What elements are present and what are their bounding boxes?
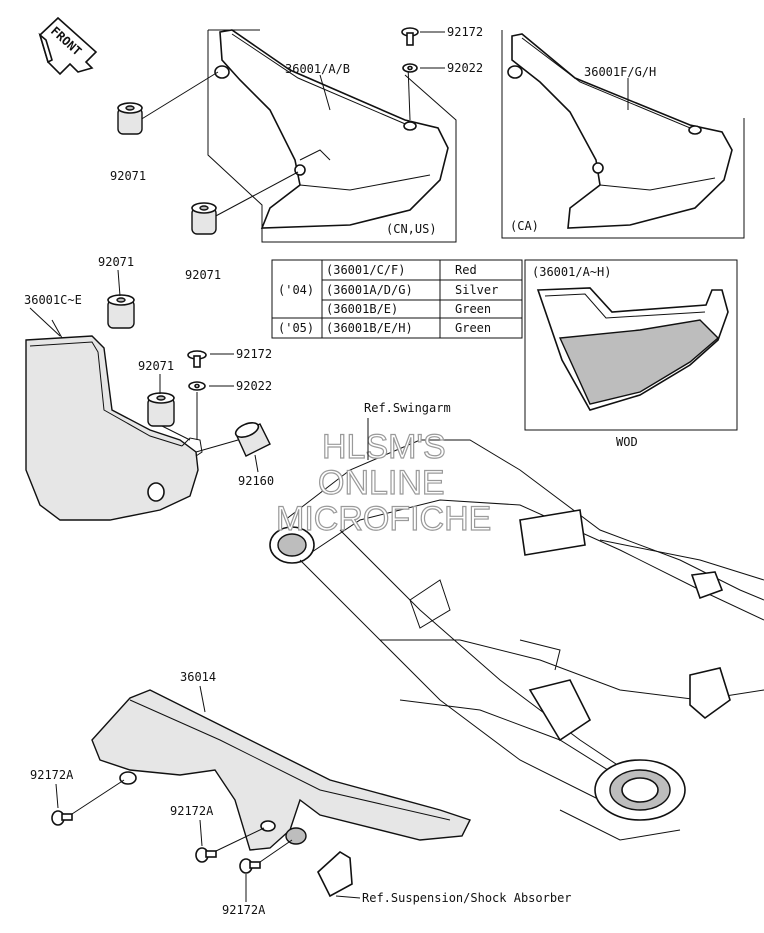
- watermark-line3: MICROFICHE: [276, 500, 491, 538]
- label-92172a-3: 92172A: [222, 903, 266, 917]
- table-part-3: (36001B/E): [326, 302, 398, 316]
- ref-swingarm-label: Ref.Swingarm: [364, 401, 451, 415]
- table-part-1: (36001/C/F): [326, 263, 405, 277]
- label-92172a-1: 92172A: [30, 768, 74, 782]
- label-36001-fgh: 36001F/G/H: [584, 65, 656, 79]
- color-table: ('04) (36001/C/F) Red (36001A/D/G) Silve…: [271, 259, 523, 339]
- ref-suspension-label: Ref.Suspension/Shock Absorber: [362, 891, 572, 905]
- bolt-92172-top: [401, 27, 419, 46]
- side-cover-cn-us: (CN,US): [207, 29, 457, 243]
- table-color-3: Green: [455, 302, 491, 316]
- label-36001-ce: 36001C~E: [24, 293, 82, 307]
- label-92071-d: 92071: [138, 359, 174, 373]
- grommet-92071-c: [107, 294, 135, 329]
- label-92172-top: 92172: [447, 25, 483, 39]
- chain-guard-36014: [91, 689, 471, 898]
- bolt-92172a-3: [239, 858, 261, 874]
- watermark-line1: HLSM'S: [322, 428, 446, 466]
- table-year-04: ('04): [278, 283, 314, 297]
- wod-label: WOD: [616, 435, 638, 449]
- label-92172-mid: 92172: [236, 347, 272, 361]
- upper-leaders: [139, 31, 629, 219]
- table-color-1: Red: [455, 263, 477, 277]
- wod-box: (36001/A~H) WOD: [524, 259, 738, 449]
- cn-us-label: (CN,US): [386, 222, 437, 236]
- front-arrow-icon: FRONT: [38, 16, 98, 76]
- bolt-92172a-1: [51, 810, 73, 826]
- label-36014: 36014: [180, 670, 216, 684]
- label-36001-ab: 36001/A/B: [285, 62, 350, 76]
- table-year-05: ('05): [278, 321, 314, 335]
- table-part-2: (36001A/D/G): [326, 283, 413, 297]
- label-92022-mid: 92022: [236, 379, 272, 393]
- table-part-4: (36001B/E/H): [326, 321, 413, 335]
- label-92160: 92160: [238, 474, 274, 488]
- label-92071-c: 92071: [98, 255, 134, 269]
- washer-92022-top: [402, 63, 418, 73]
- bolt-92172-mid: [187, 350, 207, 368]
- label-92071-a: 92071: [110, 169, 146, 183]
- table-color-2: Silver: [455, 283, 498, 297]
- washer-92022-mid: [188, 381, 206, 391]
- watermark-line2: ONLINE: [318, 464, 445, 502]
- grommet-92071-b: [191, 202, 217, 235]
- wod-range-label: (36001/A~H): [532, 265, 611, 279]
- label-92071-b: 92071: [185, 268, 221, 282]
- label-92022-top: 92022: [447, 61, 483, 75]
- table-color-4: Green: [455, 321, 491, 335]
- side-cover-left-large: [25, 319, 239, 521]
- collar-92160: [234, 422, 271, 457]
- grommet-92071-d: [147, 392, 175, 427]
- bolt-92172a-2: [195, 847, 217, 863]
- watermark: HLSM'S ONLINE MICROFICHE: [275, 427, 492, 538]
- grommet-92071-a: [117, 102, 143, 135]
- ca-label: (CA): [510, 219, 539, 233]
- label-92172a-2: 92172A: [170, 804, 214, 818]
- swingarm: [269, 439, 764, 841]
- side-cover-ca: (CA): [501, 30, 745, 239]
